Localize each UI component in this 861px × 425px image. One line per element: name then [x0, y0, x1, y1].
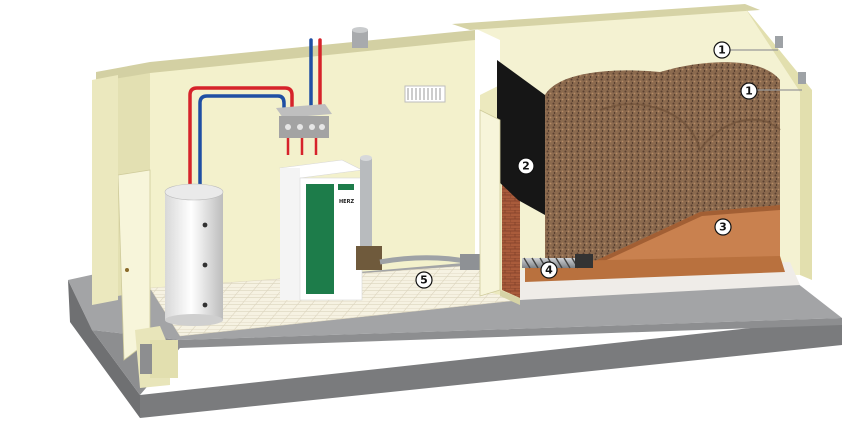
right-room-side-wall	[745, 8, 812, 280]
callout-1b: 1	[740, 82, 758, 100]
manifold	[276, 104, 332, 155]
callout-3-label: 3	[719, 221, 727, 234]
callout-2-label: 2	[522, 160, 530, 173]
left-room-top-edge	[96, 30, 475, 82]
callout-4-label: 4	[545, 264, 553, 277]
floor-base-front-long	[140, 318, 842, 418]
right-room-top-edge	[452, 4, 760, 30]
callout-1b-label: 1	[745, 85, 753, 98]
hot-water-pipe	[188, 86, 294, 192]
front-wall-block	[150, 340, 178, 378]
floor-base-edge	[92, 318, 842, 395]
callout-3: 3	[714, 218, 732, 236]
pipes	[188, 38, 322, 192]
fill-pipe-stub-1b	[798, 72, 806, 84]
pellet-boiler: HERZ	[278, 159, 364, 301]
callout-1a-label: 1	[718, 44, 726, 57]
fill-pipe-stub-1a	[775, 36, 783, 48]
callout-5-label: 5	[420, 274, 428, 287]
floor-base-front	[68, 280, 140, 418]
sloped-floor	[580, 205, 780, 272]
left-door-handle	[125, 268, 129, 272]
front-wall-left	[92, 75, 118, 305]
fire-door-panel	[497, 60, 545, 215]
front-wall-block-dark	[140, 344, 152, 374]
boiler-logo: HERZ	[339, 199, 354, 205]
vent-grill	[404, 85, 446, 103]
pellet-pile-ridge	[599, 103, 781, 153]
chimney	[352, 27, 368, 48]
divider-wall-front	[500, 290, 520, 305]
feed-unit	[356, 155, 482, 270]
callout-2: 2	[517, 157, 535, 175]
callout-5: 5	[415, 271, 433, 289]
callout-1a: 1	[713, 41, 731, 59]
callout-4: 4	[540, 261, 558, 279]
hot-water-tank	[164, 183, 224, 326]
cold-water-pipe	[198, 94, 286, 192]
sloped-floor-top	[580, 205, 780, 270]
divider-door	[479, 109, 501, 297]
